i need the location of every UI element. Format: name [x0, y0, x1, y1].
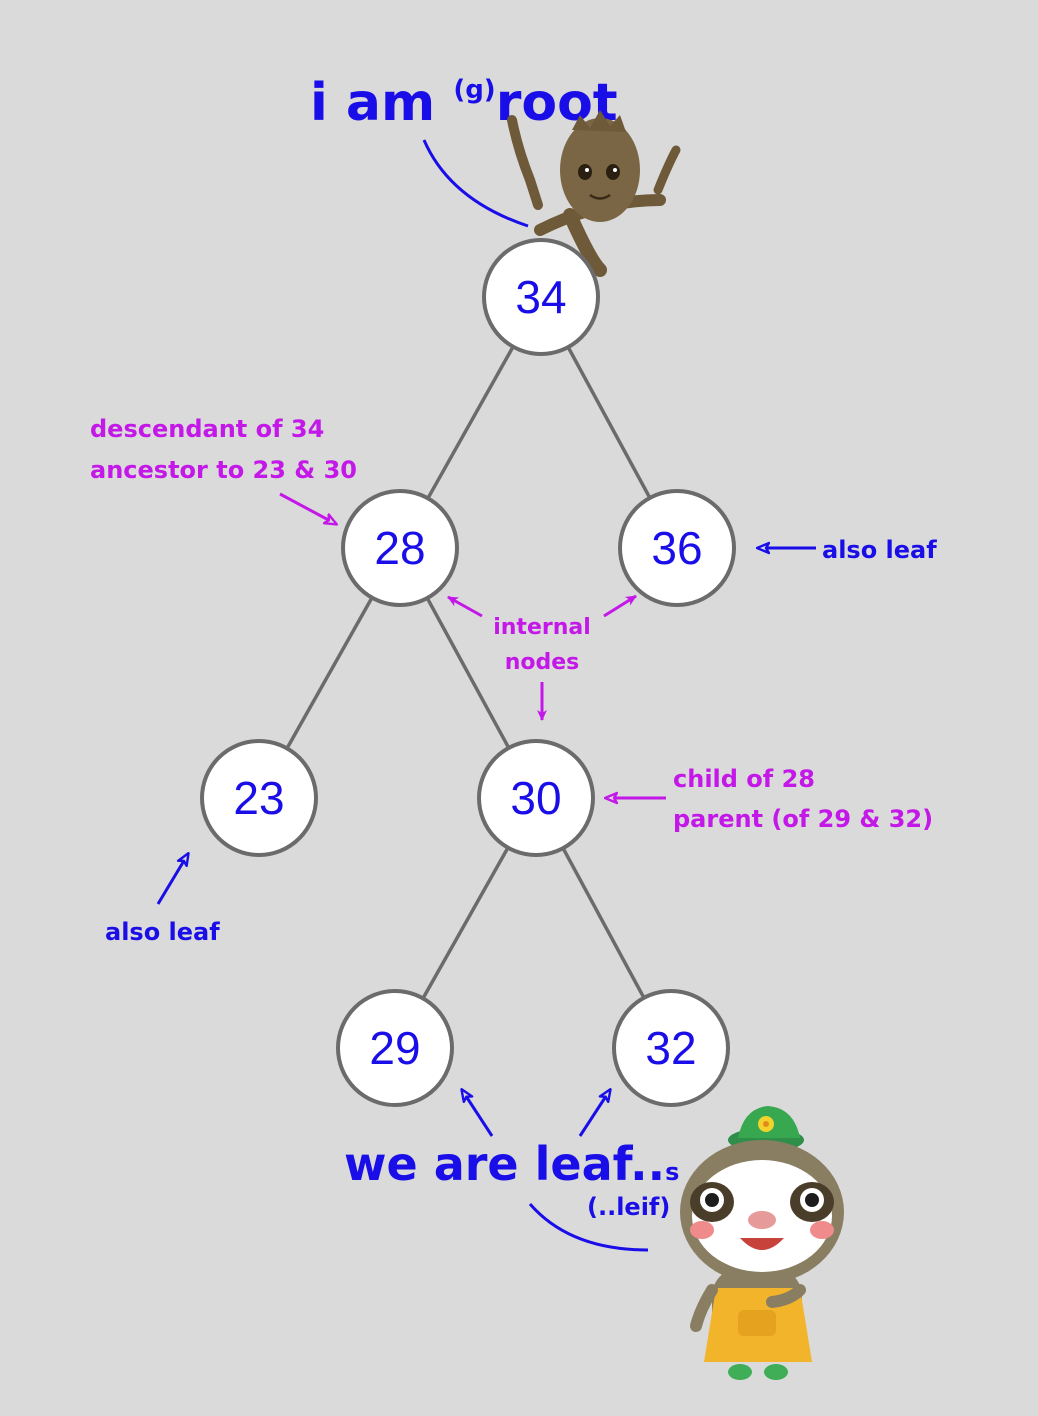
node-label-36: 36	[651, 522, 702, 574]
annotation-descendant: descendant of 34	[90, 415, 324, 443]
tree-node-32: 32	[612, 989, 730, 1107]
arrow-to-node-28	[279, 492, 336, 524]
tree-node-23: 23	[200, 739, 318, 857]
node-label-29: 29	[369, 1022, 420, 1074]
node-circle-28	[341, 489, 459, 607]
edge-30-29	[421, 846, 510, 1000]
title: i am (g)root	[310, 73, 618, 133]
annotation-parent-of: parent (of 29 & 32)	[673, 805, 933, 833]
nodes: 34 28 36 23 30 29 32	[200, 238, 736, 1107]
tree-node-30: 30	[477, 739, 595, 857]
node-label-23: 23	[233, 772, 284, 824]
tree-node-34: 34	[482, 238, 600, 356]
annotation-internal: internal	[493, 615, 591, 640]
groot-illustration	[507, 110, 681, 277]
node-label-34: 34	[515, 271, 566, 323]
edge-30-32	[561, 847, 646, 999]
node-circle-36	[618, 489, 736, 607]
leaves-leif: (..leif)	[587, 1193, 670, 1221]
arrow-internal-to-36	[603, 594, 637, 618]
tree-node-28: 28	[341, 489, 459, 607]
node-circle-30	[477, 739, 595, 857]
edge-28-30	[425, 597, 511, 749]
title-pointer-curve	[422, 139, 529, 228]
node-circle-23	[200, 739, 318, 857]
tree-node-36: 36	[618, 489, 736, 607]
annotation-23-also-leaf: also leaf	[105, 918, 220, 946]
edges	[285, 345, 652, 1000]
arrow-to-node-23	[156, 854, 188, 905]
leaves-caption-s: s	[665, 1158, 679, 1186]
arrow-internal-to-28	[447, 595, 483, 618]
edge-28-23	[285, 596, 374, 750]
annotation-child-of-28: child of 28	[673, 765, 815, 793]
annotation-nodes: nodes	[505, 650, 580, 675]
node-circle-29	[336, 989, 454, 1107]
node-label-28: 28	[374, 522, 425, 574]
leaves-pointer-curve	[528, 1203, 649, 1252]
sloth-illustration	[680, 1106, 844, 1380]
annotation-ancestor: ancestor to 23 & 30	[90, 456, 357, 484]
edge-34-28	[426, 345, 515, 500]
arrow-to-node-29	[462, 1090, 494, 1137]
leaves-caption-main: we are leaf..	[344, 1137, 665, 1191]
leaves-caption: we are leaf..s	[344, 1137, 679, 1191]
node-circle-32	[612, 989, 730, 1107]
node-label-32: 32	[645, 1022, 696, 1074]
node-circle-34	[482, 238, 600, 356]
tree-node-29: 29	[336, 989, 454, 1107]
node-label-30: 30	[510, 772, 561, 824]
annotation-36-also-leaf: also leaf	[822, 536, 937, 564]
edge-34-36	[566, 346, 652, 499]
arrow-to-node-32	[578, 1090, 610, 1137]
title-superscript: (g)	[453, 75, 495, 105]
title-prefix: i am	[310, 73, 453, 133]
